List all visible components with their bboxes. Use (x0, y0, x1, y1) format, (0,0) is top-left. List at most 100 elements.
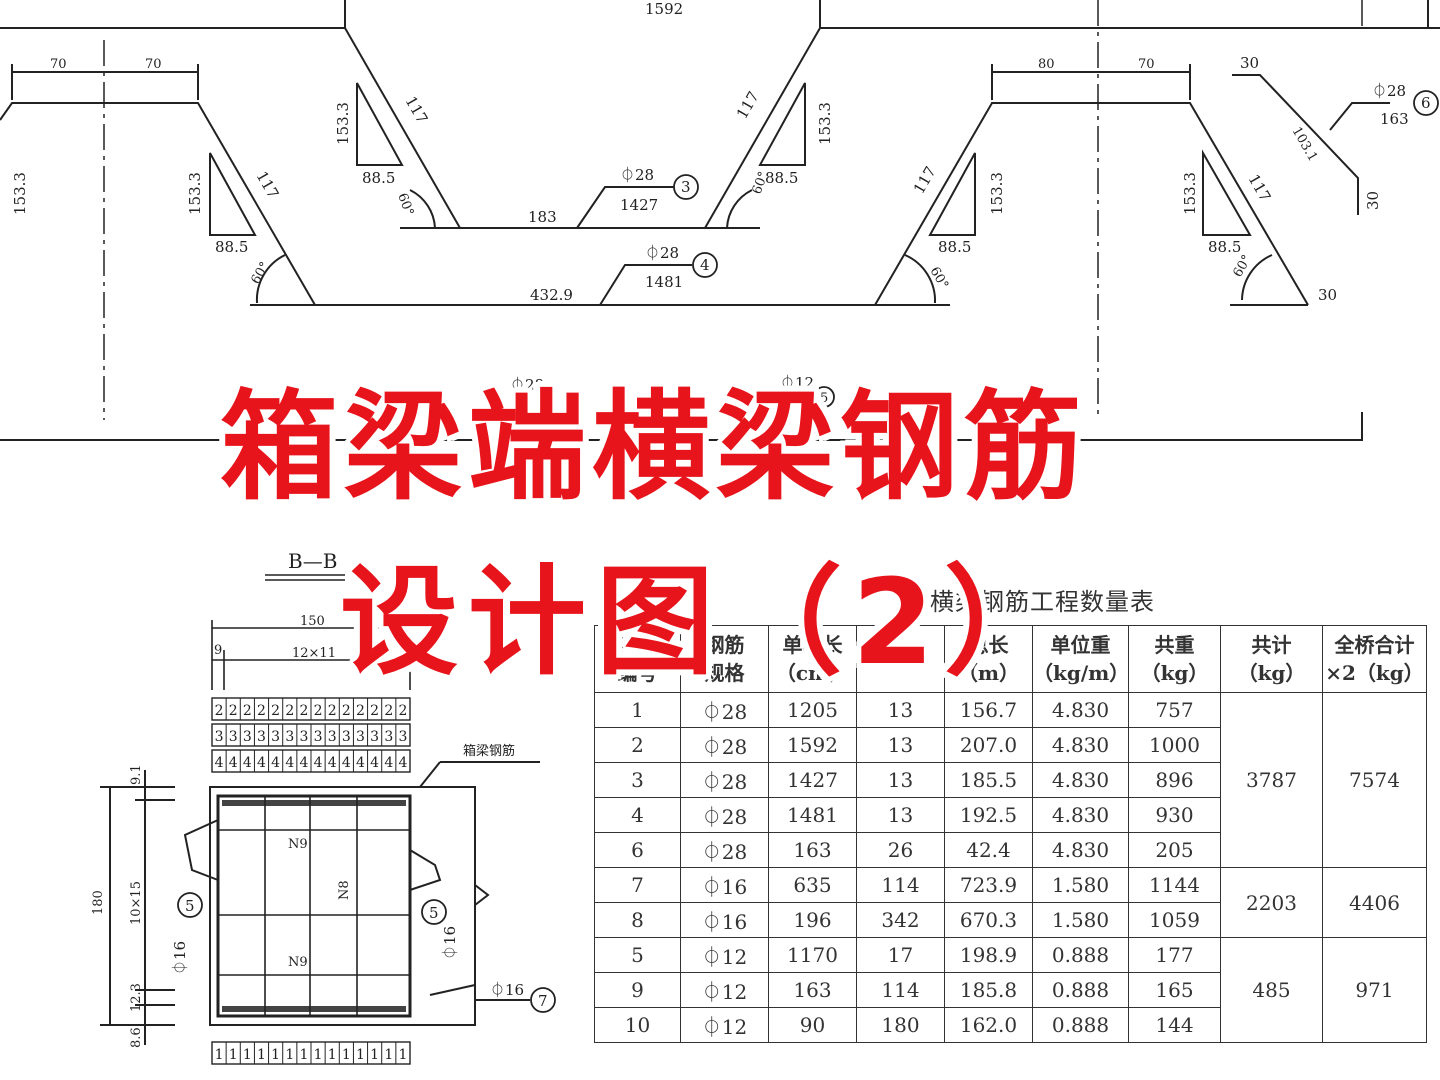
number-row-cell: 2 (370, 703, 379, 719)
bar4-length: 1481 (645, 273, 683, 291)
bar3-length: 1427 (620, 196, 658, 214)
number-row-cell: 4 (215, 755, 224, 771)
dim-12x11: 12×11 (292, 646, 336, 661)
table-cell: 4 (594, 797, 681, 833)
table-cell: 13 (856, 692, 945, 728)
number-row-cell: 2 (342, 703, 351, 719)
dim-9: 9 (214, 643, 222, 658)
table-cell: ⏀28 (680, 727, 769, 763)
number-row-cell: 3 (271, 729, 280, 745)
table-cell: ⏀16 (680, 867, 769, 903)
number-row-cell: 2 (356, 703, 365, 719)
number-row-cell: 1 (215, 1047, 224, 1063)
table-cell: 1427 (768, 762, 857, 798)
table-cell: 930 (1128, 797, 1221, 833)
table-cell: 635 (768, 867, 857, 903)
number-row-cell: 1 (314, 1047, 323, 1063)
table-header-cell: 共重（kg） (1128, 625, 1221, 693)
table-header-cell: 钢筋规格 (680, 625, 769, 693)
number-row-cell: 1 (271, 1047, 280, 1063)
table-cell: 0.888 (1032, 1007, 1129, 1043)
bar7-spec: ⏀16 (490, 981, 524, 999)
number-row-cell: 2 (299, 703, 308, 719)
n8-label: N8 (337, 880, 352, 900)
angle-60-a: 60° (394, 191, 416, 218)
header-line1: 总长 (968, 633, 1009, 657)
tri-r2-width: 88.5 (1208, 238, 1241, 256)
number-row-cell: 1 (328, 1047, 337, 1063)
overlay-title-line2: 设计图（2） (340, 553, 1073, 691)
table-header-row: 钢筋编号钢筋规格单根长（cm）根数总长（m）单位重（kg/m）共重（kg）共计（… (594, 625, 1427, 693)
bar3-mid-length: 183 (528, 208, 557, 226)
tri-left-height: 153.3 (186, 172, 204, 215)
height-right: 153.3 (988, 172, 1006, 215)
table-header-cell: 单位重（kg/m） (1032, 625, 1129, 693)
table-cell: 90 (768, 1007, 857, 1043)
table-cell: 4.830 (1032, 797, 1129, 833)
detail6-spec: ⏀28 (1372, 82, 1406, 100)
table-cell: 177 (1128, 937, 1221, 973)
height-left: 153.3 (11, 172, 29, 215)
number-row-cell: 4 (342, 755, 351, 771)
number-row-cell: 1 (342, 1047, 351, 1063)
table-cell: 4.830 (1032, 832, 1129, 868)
table-cell: 1481 (768, 797, 857, 833)
table-header-cell: 根数 (856, 625, 945, 693)
table-cell: 156.7 (944, 692, 1033, 728)
section-label: B—B (288, 549, 337, 573)
table-cell: 1144 (1128, 867, 1221, 903)
number-row-cell: 1 (356, 1047, 365, 1063)
number-row-cell: 3 (299, 729, 308, 745)
group-total-cell: 3787 (1220, 692, 1323, 868)
dim-150: 150 (300, 614, 325, 629)
table-cell: 163 (768, 832, 857, 868)
detail6-slope: 103.1 (1289, 125, 1321, 165)
table-cell: 114 (856, 972, 945, 1008)
number-row-cell: 4 (370, 755, 379, 771)
overlay-title-line1: 箱梁端横梁钢筋 (220, 378, 1089, 516)
table-cell: 144 (1128, 1007, 1221, 1043)
box-label: 箱梁钢筋 (463, 743, 515, 759)
dim-70-b: 70 (145, 57, 162, 72)
angle-60-b: 60° (248, 260, 273, 287)
number-row-cell: 1 (370, 1047, 379, 1063)
table-cell: 180 (856, 1007, 945, 1043)
table-cell: 163 (768, 972, 857, 1008)
header-line2: （m） (957, 661, 1020, 685)
bridge-total-cell: 971 (1322, 937, 1427, 1043)
table-cell: 1205 (768, 692, 857, 728)
table-title: 端横梁钢筋工程数量表 (905, 588, 1155, 616)
table-cell: 5 (594, 937, 681, 973)
angle-60-e: 60° (1230, 253, 1255, 280)
table-cell: 1170 (768, 937, 857, 973)
dim-10x15: 10×15 (129, 881, 144, 925)
number-row-cell: 3 (328, 729, 337, 745)
bridge-total-cell: 4406 (1322, 867, 1427, 938)
header-line1: 钢筋 (704, 633, 745, 657)
table-cell: 42.4 (944, 832, 1033, 868)
number-row-cell: 3 (398, 729, 407, 745)
number-row-cell: 1 (299, 1047, 308, 1063)
number-row-cell: 4 (314, 755, 323, 771)
number-row-cell: 3 (285, 729, 294, 745)
table-cell: 207.0 (944, 727, 1033, 763)
table-cell: ⏀28 (680, 762, 769, 798)
number-row-cell: 3 (342, 729, 351, 745)
table-cell: ⏀16 (680, 902, 769, 938)
left-bar-spec: ⏀16 (171, 941, 189, 975)
number-row-cell: 3 (384, 729, 393, 745)
dim-8-6: 8.6 (129, 1027, 144, 1048)
tri-cl-height: 153.3 (334, 102, 352, 145)
number-row-cell: 3 (314, 729, 323, 745)
dim-12-3: 12.3 (129, 983, 144, 1012)
slope-117-d: 117 (910, 163, 940, 197)
